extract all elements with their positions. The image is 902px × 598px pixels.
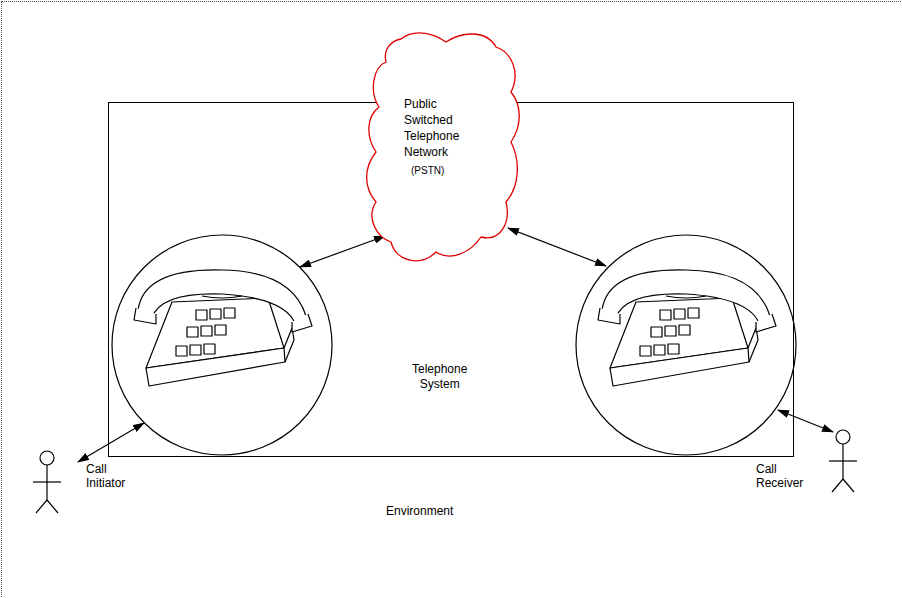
- figure-head: [40, 451, 54, 465]
- double-arrow: [778, 410, 833, 432]
- figure-leg: [36, 500, 47, 513]
- network-cloud: Public Switched Telephone Network (PSTN): [361, 27, 526, 272]
- actor: Call Receiver: [750, 428, 860, 503]
- phone-circle: [112, 235, 332, 455]
- double-arrow: [508, 228, 606, 266]
- cloud-path: [367, 33, 520, 261]
- node-label: Public Switched Telephone Network: [404, 96, 459, 160]
- node-label: Environment: [386, 504, 453, 519]
- figure-leg: [47, 500, 58, 513]
- stick-figure-lines: [33, 451, 61, 513]
- figure-arms: [33, 481, 61, 482]
- telephone-icon: [598, 270, 776, 386]
- figure-arms: [829, 460, 857, 461]
- telephone-icon: [134, 270, 312, 386]
- node-label: Call Receiver: [756, 462, 803, 490]
- double-arrow: [300, 236, 385, 267]
- node-label: (PSTN): [411, 163, 444, 178]
- node-label: Telephone System: [412, 362, 467, 392]
- figure-leg: [843, 479, 854, 492]
- stick-figure-lines: [829, 430, 857, 492]
- system-boundary: Telephone SystemPublic Switched Telephon…: [108, 102, 794, 457]
- figure-head: [836, 430, 850, 444]
- actor: Call Initiator: [30, 449, 140, 519]
- node-label: Call Initiator: [86, 462, 125, 490]
- phone-circle: [576, 235, 796, 455]
- figure-leg: [832, 479, 843, 492]
